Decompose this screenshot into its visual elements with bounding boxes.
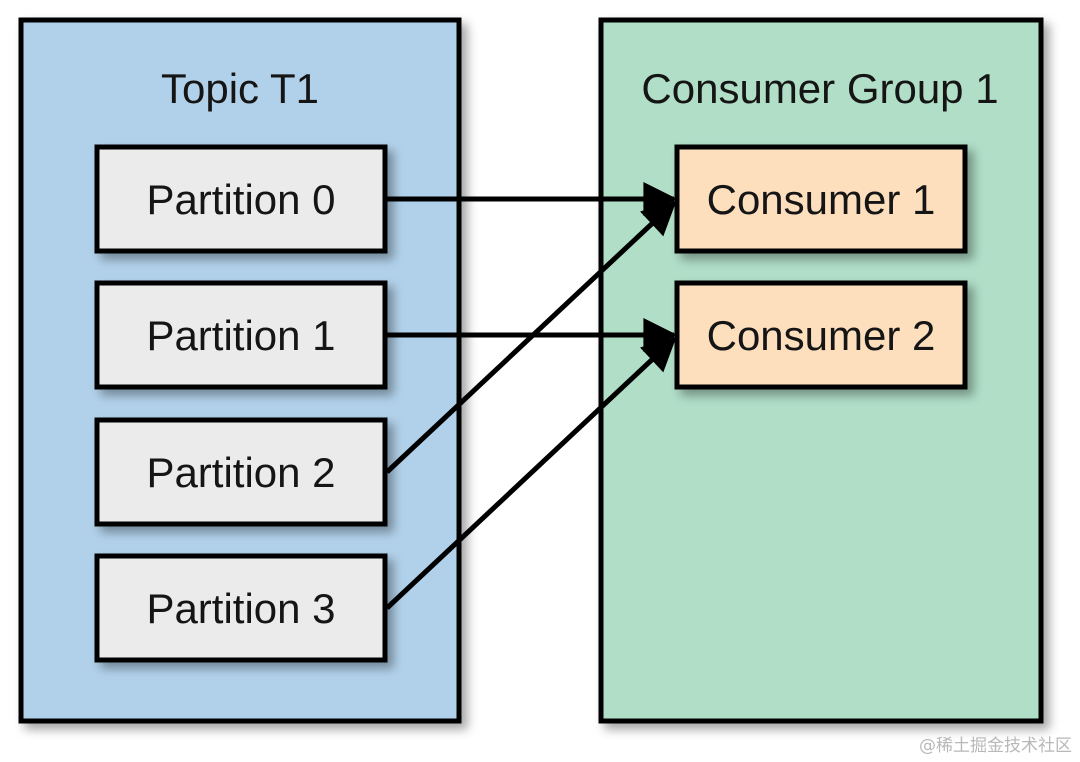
partition-3-label: Partition 3 xyxy=(146,585,335,632)
watermark: @稀土掘金技术社区 xyxy=(919,736,1072,756)
consumer-1-label: Consumer 1 xyxy=(707,176,936,223)
topic-title: Topic T1 xyxy=(161,65,319,112)
consumer-group-title: Consumer Group 1 xyxy=(641,65,998,112)
partition-2: Partition 2 xyxy=(94,417,388,527)
partition-1: Partition 1 xyxy=(94,280,388,390)
topic-panel: Topic T1 Partition 0 Partition 1 Partition… xyxy=(18,17,462,724)
partition-1-box xyxy=(94,280,388,390)
partition-2-box xyxy=(94,417,388,527)
partition-3-box xyxy=(94,553,388,663)
consumer-1: Consumer 1 xyxy=(674,144,968,254)
partition-1-label: Partition 1 xyxy=(146,312,335,359)
partition-0-label: Partition 0 xyxy=(146,176,335,223)
arrow-2-to-1 xyxy=(385,200,677,474)
consumer-2-label: Consumer 2 xyxy=(707,312,936,359)
consumer-2: Consumer 2 xyxy=(674,280,968,390)
partition-3: Partition 3 xyxy=(94,553,388,663)
consumer-group-panel: Consumer Group 1 Consumer 1 Consumer 2 xyxy=(598,17,1044,724)
partition-0-box xyxy=(94,144,388,254)
arrow-3-to-2 xyxy=(385,336,677,610)
consumer-1-box xyxy=(674,144,968,254)
partition-2-label: Partition 2 xyxy=(146,449,335,496)
assignment-arrows xyxy=(385,182,678,610)
partition-0: Partition 0 xyxy=(94,144,388,254)
